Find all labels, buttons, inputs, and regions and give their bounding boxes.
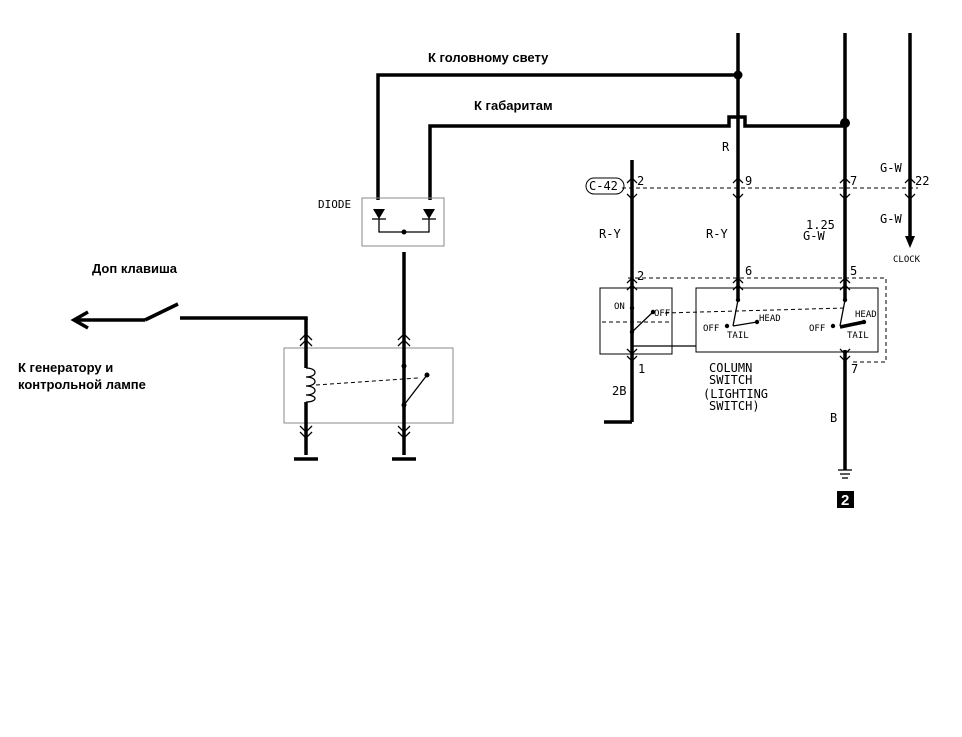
wire-b: B [830,411,837,425]
column-switch-line2: SWITCH [709,373,752,387]
ground-number: 2 [841,492,849,509]
column-switch-line1: COLUMN [709,361,752,375]
wire-2b: 2B [612,384,626,398]
wire-ry-left: R-Y [599,227,621,241]
pin-2-switch: 2 [637,269,644,283]
pin-6: 6 [745,264,752,278]
switch-on: ON [614,302,625,312]
parking-label: К габаритам [474,98,553,113]
pin-22: 22 [915,174,929,188]
feed-wires [736,33,915,292]
switch-head-1: HEAD [759,314,781,324]
column-switch [599,277,887,470]
wire-size: 1.25 [806,218,835,232]
switch-off-1: OFF [654,309,670,319]
pin-1: 1 [638,362,645,376]
wire-ry-mid: R-Y [706,227,728,241]
switch-off-3: OFF [809,324,825,334]
switch-off-2: OFF [703,324,719,334]
generator-label-line1: К генератору и [18,360,113,375]
pin-7-bottom: 7 [851,362,858,376]
extra-switch-label: Доп клавиша [92,261,178,276]
clock-label: CLOCK [893,255,921,265]
switch-tail-1: TAIL [727,331,749,341]
column-switch-line3: (LIGHTING [703,387,768,401]
pin-9: 9 [745,174,752,188]
pin-2-top: 2 [637,174,644,188]
switch-tail-2: TAIL [847,331,869,341]
column-switch-line4: SWITCH) [709,399,760,413]
pin-5: 5 [850,264,857,278]
wire-gw-top: G-W [880,161,902,175]
ground-symbol [837,469,854,508]
clock-arrow [905,236,915,248]
diode-block [361,197,445,247]
connector-label: C-42 [589,179,618,193]
wire-r: R [722,140,730,154]
pin-7-top: 7 [850,174,857,188]
diode-label: DIODE [318,198,351,211]
headlight-wire [376,70,743,200]
wire-gw-mid: G-W [880,212,902,226]
generator-label-line2: контрольной лампе [18,377,146,392]
headlight-label: К головному свету [428,50,549,65]
relay-block [283,318,454,461]
wire-gw-125: G-W [803,229,825,243]
connector-badge [585,177,625,195]
switch-head-2: HEAD [855,310,877,320]
extra-switch [70,302,308,330]
